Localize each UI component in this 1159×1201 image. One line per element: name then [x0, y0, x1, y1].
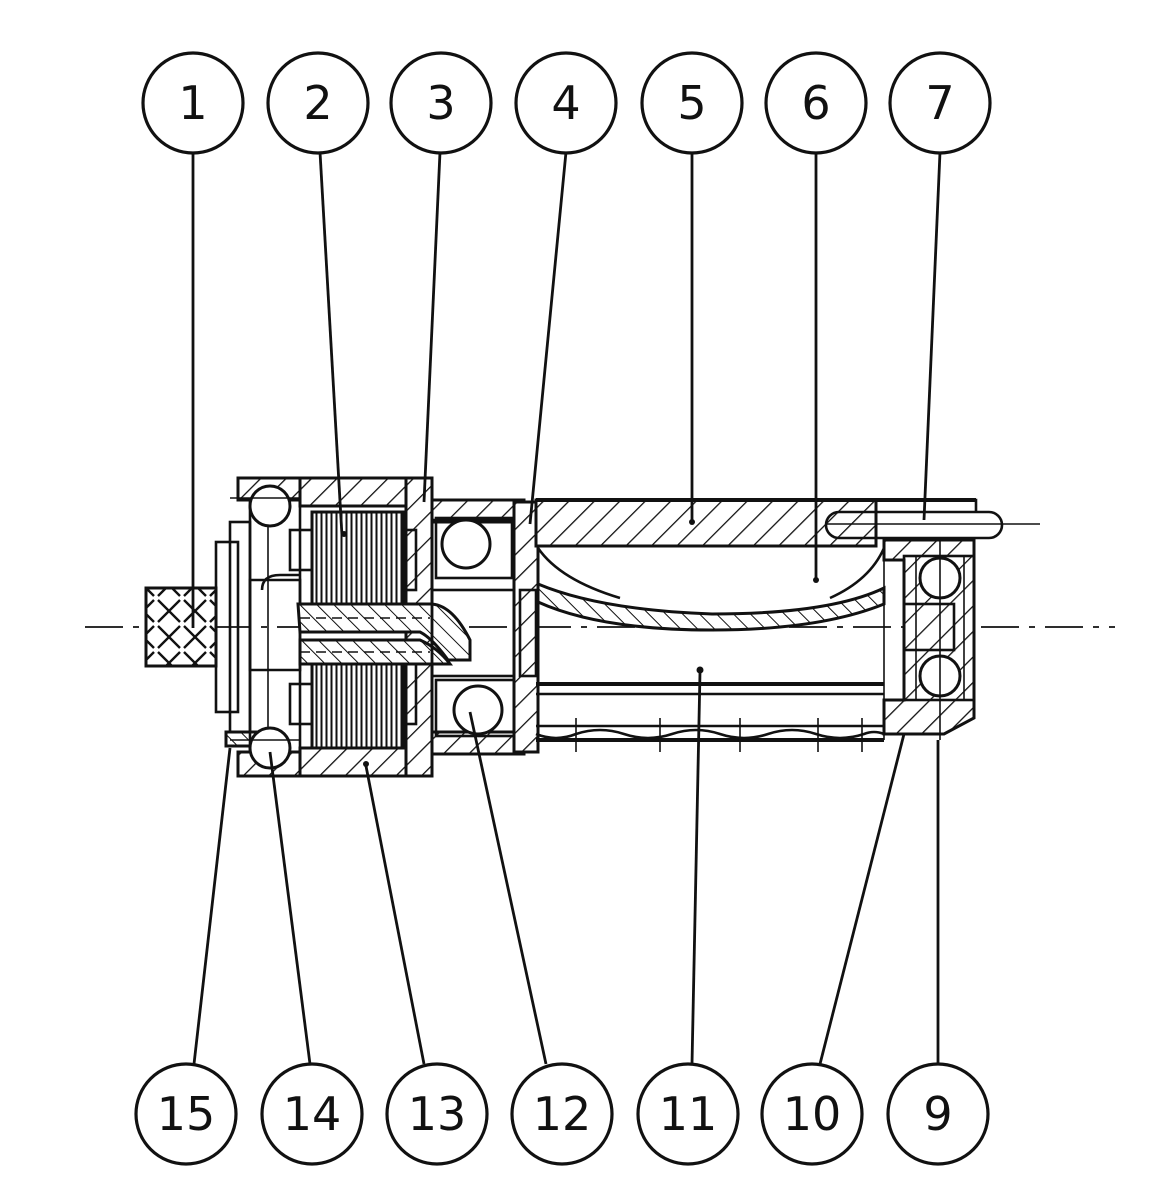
- end-cap: [882, 538, 976, 740]
- callout-10: 10: [760, 1062, 864, 1166]
- callout-13: 13: [385, 1062, 489, 1166]
- svg-text:7: 7: [925, 76, 954, 130]
- callout-12: 12: [510, 1062, 614, 1166]
- callout-2: 2: [266, 51, 370, 155]
- svg-text:12: 12: [533, 1087, 592, 1141]
- svg-text:13: 13: [408, 1087, 467, 1141]
- svg-text:15: 15: [157, 1087, 216, 1141]
- svg-text:6: 6: [801, 76, 830, 130]
- roller-body: [534, 498, 1040, 752]
- input-shaft-assembly: [248, 573, 472, 672]
- callout-4: 4: [514, 51, 618, 155]
- svg-text:11: 11: [659, 1087, 718, 1141]
- input-coupling: [144, 586, 218, 668]
- callout-3: 3: [389, 51, 493, 155]
- leader-lines: [191, 151, 942, 1065]
- callout-7: 7: [888, 51, 992, 155]
- callout-14: 14: [260, 1062, 364, 1166]
- callout-1: 1: [141, 51, 245, 155]
- bearing-housing: [430, 498, 540, 756]
- svg-text:9: 9: [923, 1087, 952, 1141]
- callout-9: 9: [886, 1062, 990, 1166]
- svg-text:5: 5: [677, 76, 706, 130]
- callout-11: 11: [636, 1062, 740, 1166]
- callout-5: 5: [640, 51, 744, 155]
- svg-text:4: 4: [551, 76, 580, 130]
- svg-text:3: 3: [426, 76, 455, 130]
- callout-6: 6: [764, 51, 868, 155]
- svg-text:2: 2: [303, 76, 332, 130]
- svg-text:10: 10: [783, 1087, 842, 1141]
- svg-text:1: 1: [178, 76, 207, 130]
- callout-15: 15: [134, 1062, 238, 1166]
- svg-text:14: 14: [283, 1087, 342, 1141]
- end-flange: [214, 520, 278, 748]
